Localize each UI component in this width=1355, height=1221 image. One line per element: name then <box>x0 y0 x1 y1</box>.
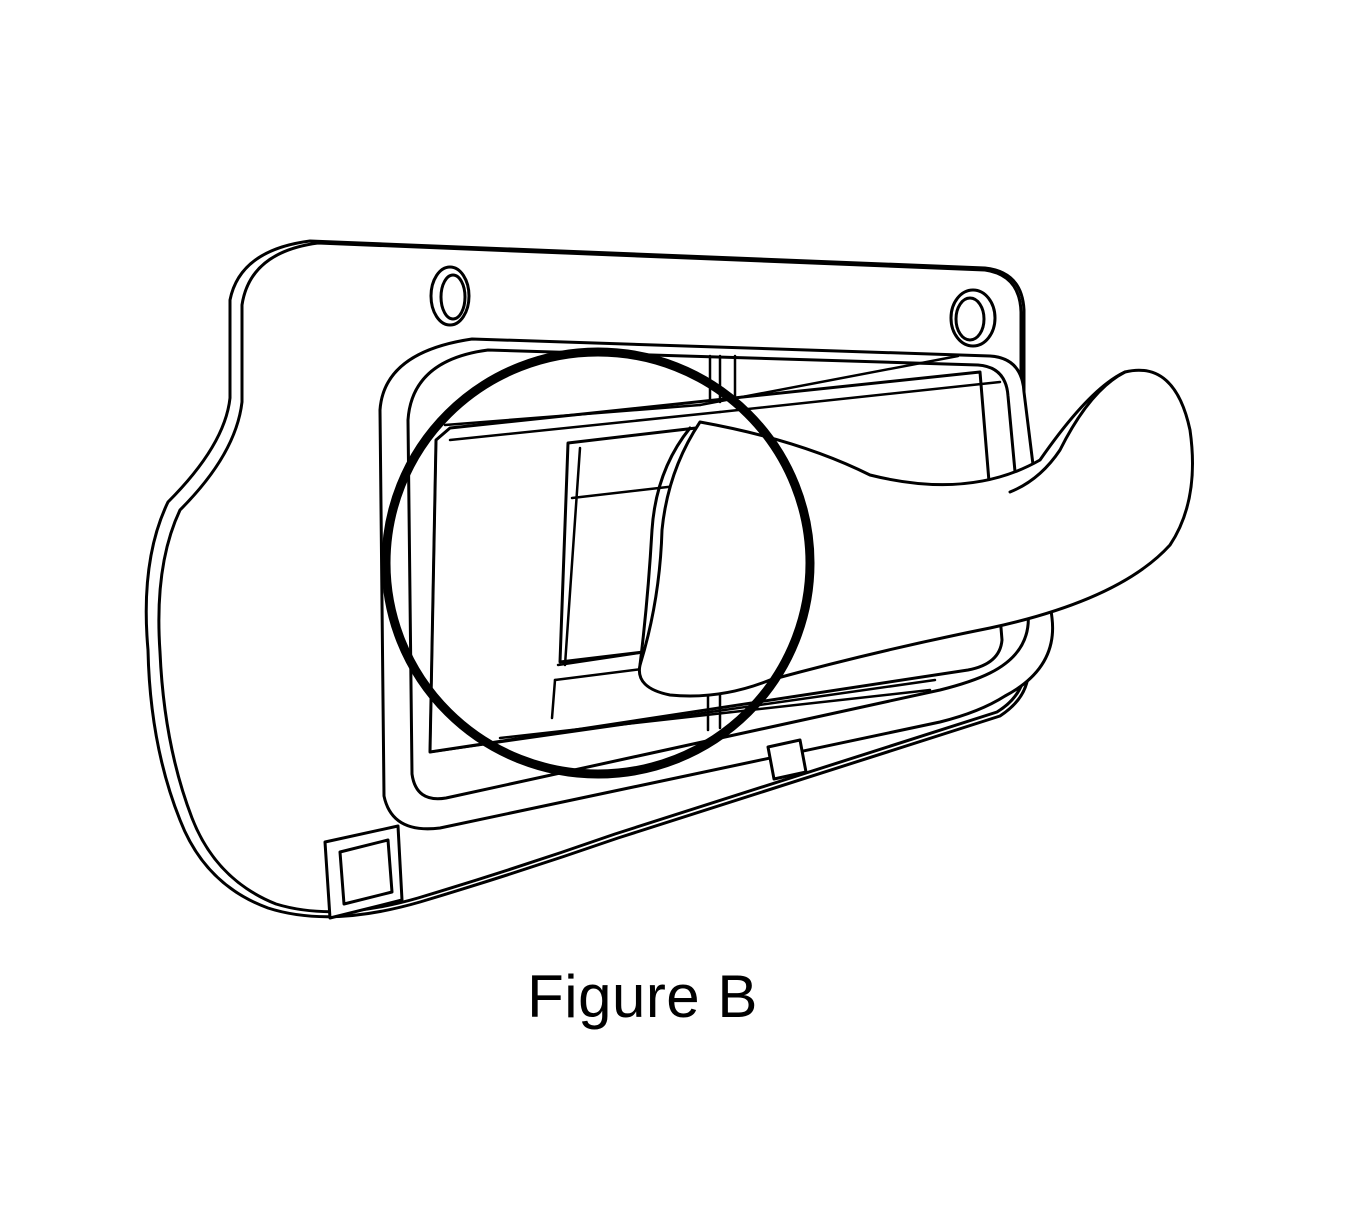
recess-upper-rail-2 <box>718 380 1002 414</box>
retaining-clip-tab <box>766 738 808 781</box>
recess-bottom-rail <box>428 678 937 754</box>
recess-bottom-rail-2 <box>498 688 932 740</box>
latch-bracket-rail-bottom-2 <box>553 666 652 682</box>
latch-bracket-inner <box>563 446 582 667</box>
recess-top-lip-2 <box>698 354 960 407</box>
figure-caption: Figure B <box>527 963 758 1030</box>
latch-bracket-leg <box>550 678 557 720</box>
mounting-boss-right-inner <box>954 296 986 342</box>
mounting-boss-left-inner <box>439 273 467 321</box>
door-handle-lever-crease <box>1008 370 1127 494</box>
latch-bracket-rail-top <box>570 483 687 500</box>
recess-top-lip <box>443 403 702 427</box>
callout-circle <box>381 347 815 779</box>
recess-upper-rail <box>448 410 722 442</box>
door-handle-lever-edge <box>638 426 692 667</box>
retaining-clip-square-inner <box>338 838 394 906</box>
latch-bracket-rail-bottom <box>556 650 647 667</box>
